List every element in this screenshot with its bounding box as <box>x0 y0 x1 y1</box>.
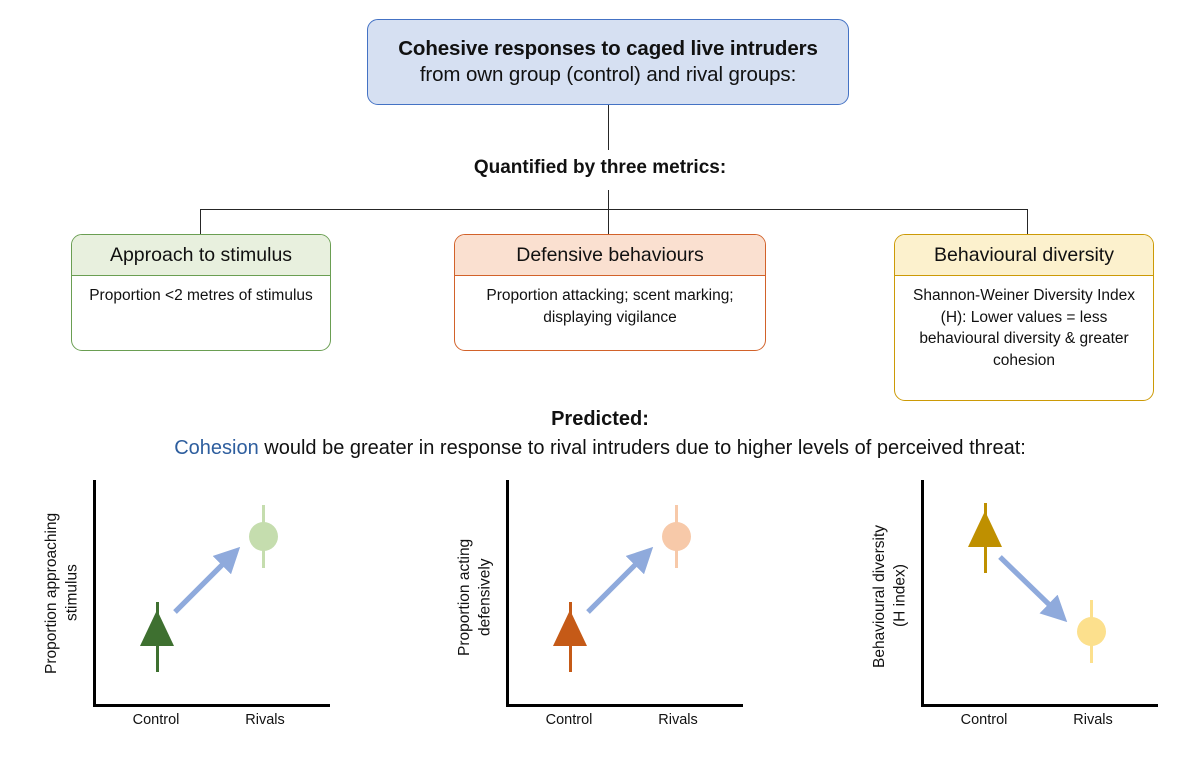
metric-description-defensive: Proportion attacking; scent marking; dis… <box>486 287 734 326</box>
chart-approach: Proportion approaching stimulus Control … <box>20 470 360 760</box>
chart-approach-xtick-rivals: Rivals <box>245 712 285 728</box>
predicted-sentence-rest: would be greater in response to rival in… <box>258 437 1026 459</box>
chart-defensive-marker-control <box>553 610 587 646</box>
chart-approach-x-axis <box>93 704 330 708</box>
predicted-sentence: Cohesion would be greater in response to… <box>0 437 1200 460</box>
chart-defensive-xtick-rivals: Rivals <box>658 712 698 728</box>
metric-description-diversity: Shannon-Weiner Diversity Index (H): Lowe… <box>913 287 1135 369</box>
chart-diversity-y-axis <box>921 480 925 707</box>
chart-approach-y-axis <box>93 480 97 707</box>
connector-drop-right <box>1027 209 1029 235</box>
connector-drop-left <box>200 209 202 235</box>
chart-diversity-xtick-rivals: Rivals <box>1073 712 1113 728</box>
predicted-highlight-word: Cohesion <box>174 437 259 459</box>
connector-mid-stem <box>608 190 610 210</box>
chart-defensive-y-axis <box>506 480 510 707</box>
quantified-label: Quantified by three metrics: <box>473 157 727 178</box>
chart-defensive-trend-arrow <box>586 546 654 614</box>
metric-box-defensive: Defensive behaviours Proportion attackin… <box>454 234 766 351</box>
header-title-bold: Cohesive responses to caged live intrude… <box>398 36 818 60</box>
chart-approach-marker-control <box>140 610 174 646</box>
chart-defensive: Proportion acting defensively Control Ri… <box>433 470 773 760</box>
connector-drop-center <box>608 209 610 235</box>
metric-box-diversity: Behavioural diversity Shannon-Weiner Div… <box>894 234 1154 401</box>
metric-title-defensive: Defensive behaviours <box>455 235 765 277</box>
connector-top-stem <box>608 105 610 150</box>
chart-approach-xtick-control: Control <box>132 712 180 728</box>
chart-approach-trend-arrow <box>173 546 241 614</box>
chart-diversity: Behavioural diversity (H index) Control … <box>848 470 1188 760</box>
chart-diversity-xtick-control: Control <box>960 712 1008 728</box>
header-box: Cohesive responses to caged live intrude… <box>367 19 849 105</box>
chart-diversity-x-axis <box>921 704 1158 708</box>
connector-bracket <box>200 209 1028 211</box>
chart-defensive-marker-rivals <box>662 522 691 551</box>
chart-approach-marker-rivals <box>249 522 278 551</box>
metric-title-approach: Approach to stimulus <box>72 235 330 277</box>
chart-defensive-x-axis <box>506 704 743 708</box>
metric-box-approach: Approach to stimulus Proportion <2 metre… <box>71 234 331 351</box>
predicted-title: Predicted: <box>551 408 649 430</box>
chart-diversity-trend-arrow <box>998 555 1068 623</box>
chart-diversity-marker-control <box>968 511 1002 547</box>
metric-title-diversity: Behavioural diversity <box>895 235 1153 277</box>
chart-diversity-marker-rivals <box>1077 617 1106 646</box>
chart-defensive-xtick-control: Control <box>545 712 593 728</box>
metric-description-approach: Proportion <2 metres of stimulus <box>89 287 313 305</box>
header-title-rest: from own group (control) and rival group… <box>419 63 797 86</box>
